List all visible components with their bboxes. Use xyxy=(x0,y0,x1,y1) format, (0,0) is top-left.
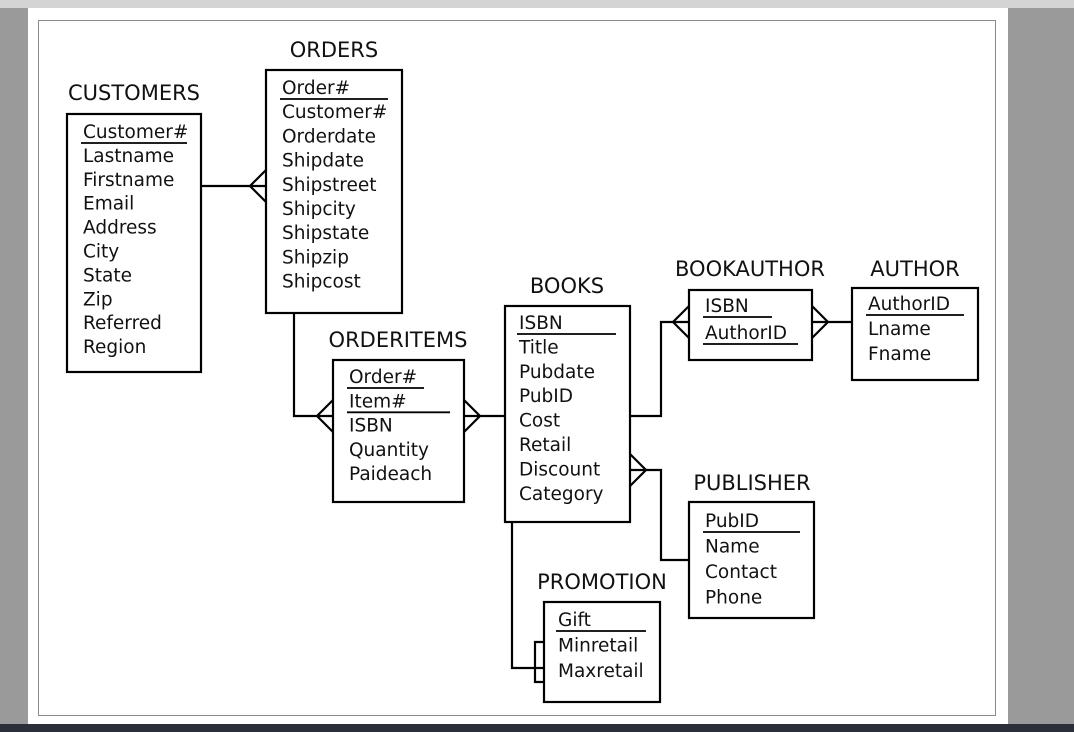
entity-books-attribute: PubID xyxy=(519,386,573,407)
entity-customers-key-attr: Customer# xyxy=(83,122,188,143)
entity-customers-attribute: Address xyxy=(83,218,157,239)
entity-orders-attribute: Shipcity xyxy=(282,199,356,220)
entity-customers-attribute: Region xyxy=(83,337,146,358)
entity-author-title: AUTHOR xyxy=(870,257,959,281)
crows-foot-books-right xyxy=(629,453,647,487)
entity-publisher-key-attr: PubID xyxy=(705,511,759,532)
entity-promotion-attribute: Minretail xyxy=(558,636,638,657)
entity-bookauthor-title: BOOKAUTHOR xyxy=(675,257,825,281)
entities: CUSTOMERS Customer# LastnameFirstnameEmail… xyxy=(65,38,980,704)
entity-books-attribute: Cost xyxy=(519,411,560,432)
crows-foot-orderitems-right xyxy=(463,399,481,433)
entity-customers-attribute: Email xyxy=(83,194,134,215)
entity-promotion-box xyxy=(542,600,662,704)
entity-books-attribute: Pubdate xyxy=(519,362,595,383)
entity-books-box xyxy=(503,304,632,524)
rel-books-bookauthor xyxy=(630,320,689,418)
entity-orders-attribute: Orderdate xyxy=(282,126,376,147)
entity-orders-attribute: Shipstreet xyxy=(282,175,376,196)
entity-author-attribute: Lname xyxy=(868,319,931,340)
crows-foot-bookauthor-left xyxy=(672,305,690,339)
entity-orderitems-attribute: Quantity xyxy=(349,440,429,461)
taskbar-strip xyxy=(0,724,1074,732)
entity-orders-attribute: Customer# xyxy=(282,102,387,123)
entity-customers-attribute: Zip xyxy=(83,289,113,310)
entity-publisher-title: PUBLISHER xyxy=(693,471,810,495)
entity-books-attribute: Category xyxy=(519,484,604,505)
crows-foot-bookauthor-right xyxy=(811,305,829,339)
entity-orderitems-attribute: ISBN xyxy=(349,416,393,437)
rel-publisher-books xyxy=(630,468,689,562)
entity-orders-attribute: Shipstate xyxy=(282,223,369,244)
entity-orderitems: ORDERITEMS Order# Item# ISBN QuantityPaideac… xyxy=(329,328,468,504)
entity-author-box xyxy=(850,286,980,382)
entity-orders-key-attr: Order# xyxy=(282,78,350,99)
entity-orders: ORDERS Order# Customer# OrderdateShipdateSh… xyxy=(264,38,404,315)
entity-orders-box xyxy=(264,68,404,315)
entity-books-title: BOOKS xyxy=(530,274,604,298)
entity-bookauthor-box xyxy=(687,288,814,362)
entity-books-attribute: Title xyxy=(518,337,559,358)
entity-promotion-attribute: Maxretail xyxy=(558,661,644,682)
entity-books-attribute: Discount xyxy=(519,459,600,480)
entity-promotion-key-attr: Gift xyxy=(558,610,591,631)
entity-author-attribute: Fname xyxy=(868,344,931,365)
entity-customers-attribute: State xyxy=(83,265,132,286)
entity-orders-attribute: Shipzip xyxy=(282,247,349,268)
er-diagram: CUSTOMERS Customer# LastnameFirstnameEmail… xyxy=(65,38,980,704)
relationship-lines xyxy=(201,169,852,684)
entity-books-key-attr: ISBN xyxy=(519,313,563,334)
entity-books-attribute: Retail xyxy=(519,435,571,456)
entity-bookauthor: BOOKAUTHOR ISBN AuthorID xyxy=(675,257,825,362)
entity-promotion-title: PROMOTION xyxy=(537,570,667,594)
entity-bookauthor-key-attr: AuthorID xyxy=(705,323,787,344)
figure-frame xyxy=(38,20,996,716)
entity-orderitems-box xyxy=(331,358,466,504)
entity-orders-attribute: Shipdate xyxy=(282,151,364,172)
crows-foot-orders xyxy=(249,169,267,203)
entity-customers-box xyxy=(65,112,203,374)
entity-orderitems-key-attr: Order# xyxy=(349,367,417,388)
entity-publisher-attribute: Name xyxy=(705,537,760,558)
rel-orders-orderitems xyxy=(292,313,333,418)
entity-publisher-box xyxy=(687,500,816,620)
entity-bookauthor-key-attr: ISBN xyxy=(705,296,749,317)
entity-orders-title: ORDERS xyxy=(290,38,378,62)
crows-foot-orderitems-left xyxy=(316,399,334,433)
rel-books-promotion xyxy=(510,522,544,684)
entity-customers-attribute: City xyxy=(83,242,119,263)
entity-orders-attribute: Shipcost xyxy=(282,272,361,293)
entity-orderitems-title: ORDERITEMS xyxy=(329,328,468,352)
entity-author-key-attr: AuthorID xyxy=(868,294,950,315)
entity-publisher-attribute: Contact xyxy=(705,562,777,583)
window-top-bar xyxy=(0,0,1074,8)
entity-customers-title: CUSTOMERS xyxy=(68,81,200,105)
entity-orderitems-attribute: Paideach xyxy=(349,464,432,485)
entity-customers-attribute: Firstname xyxy=(83,170,174,191)
entity-customers-attribute: Referred xyxy=(83,313,162,334)
entity-orderitems-key-attr: Item# xyxy=(349,391,407,412)
entity-customers-attribute: Lastname xyxy=(83,146,174,167)
entity-customers: CUSTOMERS Customer# LastnameFirstnameEmail… xyxy=(65,81,203,374)
entity-publisher-attribute: Phone xyxy=(705,588,762,609)
